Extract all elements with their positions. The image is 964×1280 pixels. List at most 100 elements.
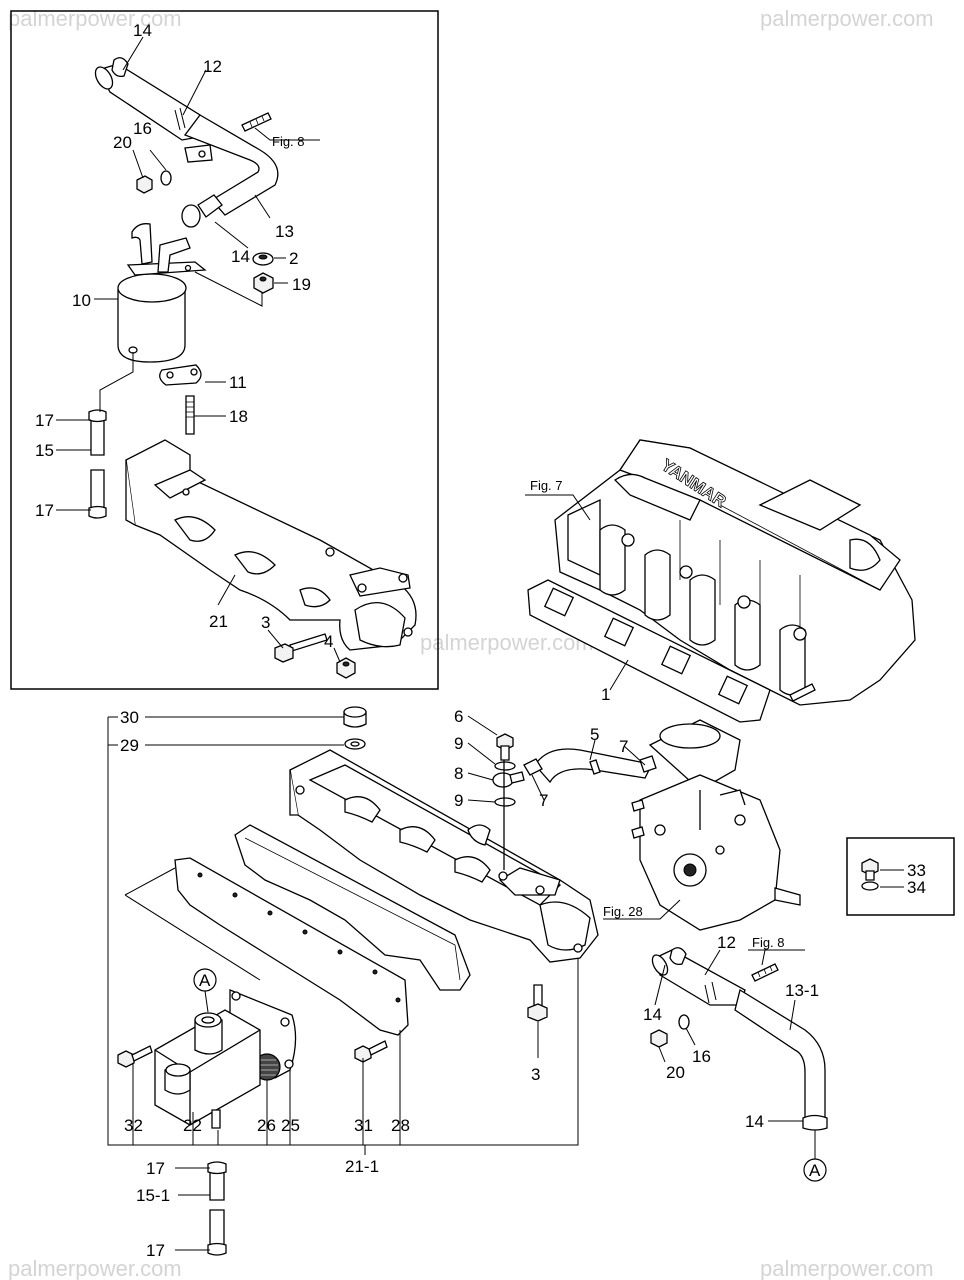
bracket-lines-lower xyxy=(107,716,579,1251)
callout-21-1: 21-1 xyxy=(345,1157,379,1176)
stud-engine xyxy=(789,683,816,702)
callout-14-low: 14 xyxy=(745,1112,764,1131)
clamp-7 xyxy=(523,755,657,776)
callout-14-mid: 14 xyxy=(231,247,250,266)
callout-15: 15 xyxy=(35,441,54,460)
engine-cylinder-head xyxy=(554,439,916,706)
fuel-injection-pump xyxy=(631,719,801,931)
bolt-6 xyxy=(496,733,514,761)
circle-mark-a-bottom: A xyxy=(803,1130,827,1182)
callout-11: 11 xyxy=(229,373,247,392)
plug-30 xyxy=(343,706,367,728)
callout-16-top: 16 xyxy=(133,119,152,138)
watermark-bottom-right: palmerpower.com xyxy=(760,1256,934,1280)
callout-5: 5 xyxy=(590,725,599,744)
callout-31: 31 xyxy=(354,1116,373,1135)
callout-14-top: 14 xyxy=(133,21,152,40)
gasket-25 xyxy=(229,989,297,1079)
nut-20-right xyxy=(650,1029,668,1048)
fig-ref-fig8-top: Fig. 8 xyxy=(272,134,305,149)
watermark-top-left: palmerpower.com xyxy=(8,6,182,31)
nut-20-top xyxy=(136,175,153,194)
hose-15-1 xyxy=(207,1161,227,1256)
leader-33-34 xyxy=(880,869,904,888)
cap-nut-2 xyxy=(252,252,274,266)
inset-frame-bolt xyxy=(846,837,955,916)
clamp-14-right xyxy=(669,947,687,966)
circle-mark-a-top: A xyxy=(193,968,217,1013)
callout-17-b: 17 xyxy=(35,501,54,520)
callout-17-d: 17 xyxy=(146,1241,165,1260)
washer-16-right xyxy=(678,1014,690,1030)
exhaust-manifold-21 xyxy=(125,439,417,651)
bolt-33 xyxy=(861,858,879,881)
callout-2: 2 xyxy=(289,249,298,268)
callout-9-a: 9 xyxy=(454,734,463,753)
callout-6: 6 xyxy=(454,707,463,726)
gasket-28 xyxy=(234,824,471,991)
bolt-31 xyxy=(354,1040,388,1063)
nut-19 xyxy=(253,272,274,294)
bolt-3-lower xyxy=(527,984,548,1022)
watermark-top-right: palmerpower.com xyxy=(760,6,934,31)
oil-cooler-10 xyxy=(117,223,207,363)
bracket-11 xyxy=(159,364,202,386)
fig-ref-fig7: Fig. 7 xyxy=(530,478,563,493)
clamp-14-mid xyxy=(181,194,223,228)
hose-13-1 xyxy=(734,988,828,1131)
callout-1: 1 xyxy=(601,685,610,704)
callout-30: 30 xyxy=(120,708,139,727)
stud-fig8-right xyxy=(751,963,779,982)
washer-9-b xyxy=(494,797,516,807)
callout-15-1: 15-1 xyxy=(136,1186,170,1205)
washer-34 xyxy=(861,881,879,891)
callout-10: 10 xyxy=(72,291,91,310)
leader-lines-top xyxy=(56,36,341,663)
callout-12-right: 12 xyxy=(717,933,736,952)
callout-32: 32 xyxy=(124,1116,143,1135)
callout-33: 33 xyxy=(907,861,926,880)
fig-ref-fig8-right: Fig. 8 xyxy=(752,935,785,950)
callout-3-top: 3 xyxy=(261,613,270,632)
bolt-32 xyxy=(117,1045,153,1068)
oil-cooler-22 xyxy=(154,1009,261,1129)
washer-16-top xyxy=(160,170,172,186)
callout-20-right: 20 xyxy=(666,1063,685,1082)
callout-3-mid: 3 xyxy=(531,1065,540,1084)
callout-28: 28 xyxy=(391,1116,410,1135)
callout-20-top: 20 xyxy=(113,133,132,152)
banjo-8 xyxy=(492,771,525,788)
callout-13: 13 xyxy=(275,222,294,241)
callout-17-a: 17 xyxy=(35,411,54,430)
exhaust-manifold-21-1 xyxy=(289,749,599,963)
callout-4: 4 xyxy=(324,632,333,651)
washer-9-a xyxy=(494,761,516,771)
callout-7-a: 7 xyxy=(619,737,628,756)
callout-21: 21 xyxy=(209,612,228,631)
callout-19: 19 xyxy=(292,275,311,294)
clamp-14-top xyxy=(111,57,129,78)
leader-lines-right-bottom xyxy=(654,949,805,1122)
bolt-3-top xyxy=(274,633,328,663)
callout-8: 8 xyxy=(454,764,463,783)
nut-4 xyxy=(336,657,356,679)
watermark-center: palmerpower.com xyxy=(420,630,594,655)
callout-9-b: 9 xyxy=(454,791,463,810)
stud-18 xyxy=(185,395,195,435)
inset-frame-top xyxy=(10,10,439,690)
hose-15 xyxy=(88,409,107,519)
callout-13-1: 13-1 xyxy=(785,981,819,1000)
pipe-12-right xyxy=(651,949,746,1006)
callout-25: 25 xyxy=(281,1116,300,1135)
callout-34: 34 xyxy=(907,878,926,897)
heat-shield-plate xyxy=(174,857,409,1036)
callout-14-right: 14 xyxy=(643,1005,662,1024)
leader-lines-right-top xyxy=(467,494,681,920)
watermark-bottom-left: palmerpower.com xyxy=(8,1256,182,1280)
callout-22: 22 xyxy=(183,1116,202,1135)
bracket-plate-top xyxy=(184,144,213,163)
callout-16-right: 16 xyxy=(692,1047,711,1066)
washer-29 xyxy=(344,738,366,750)
callout-17-c: 17 xyxy=(146,1159,165,1178)
